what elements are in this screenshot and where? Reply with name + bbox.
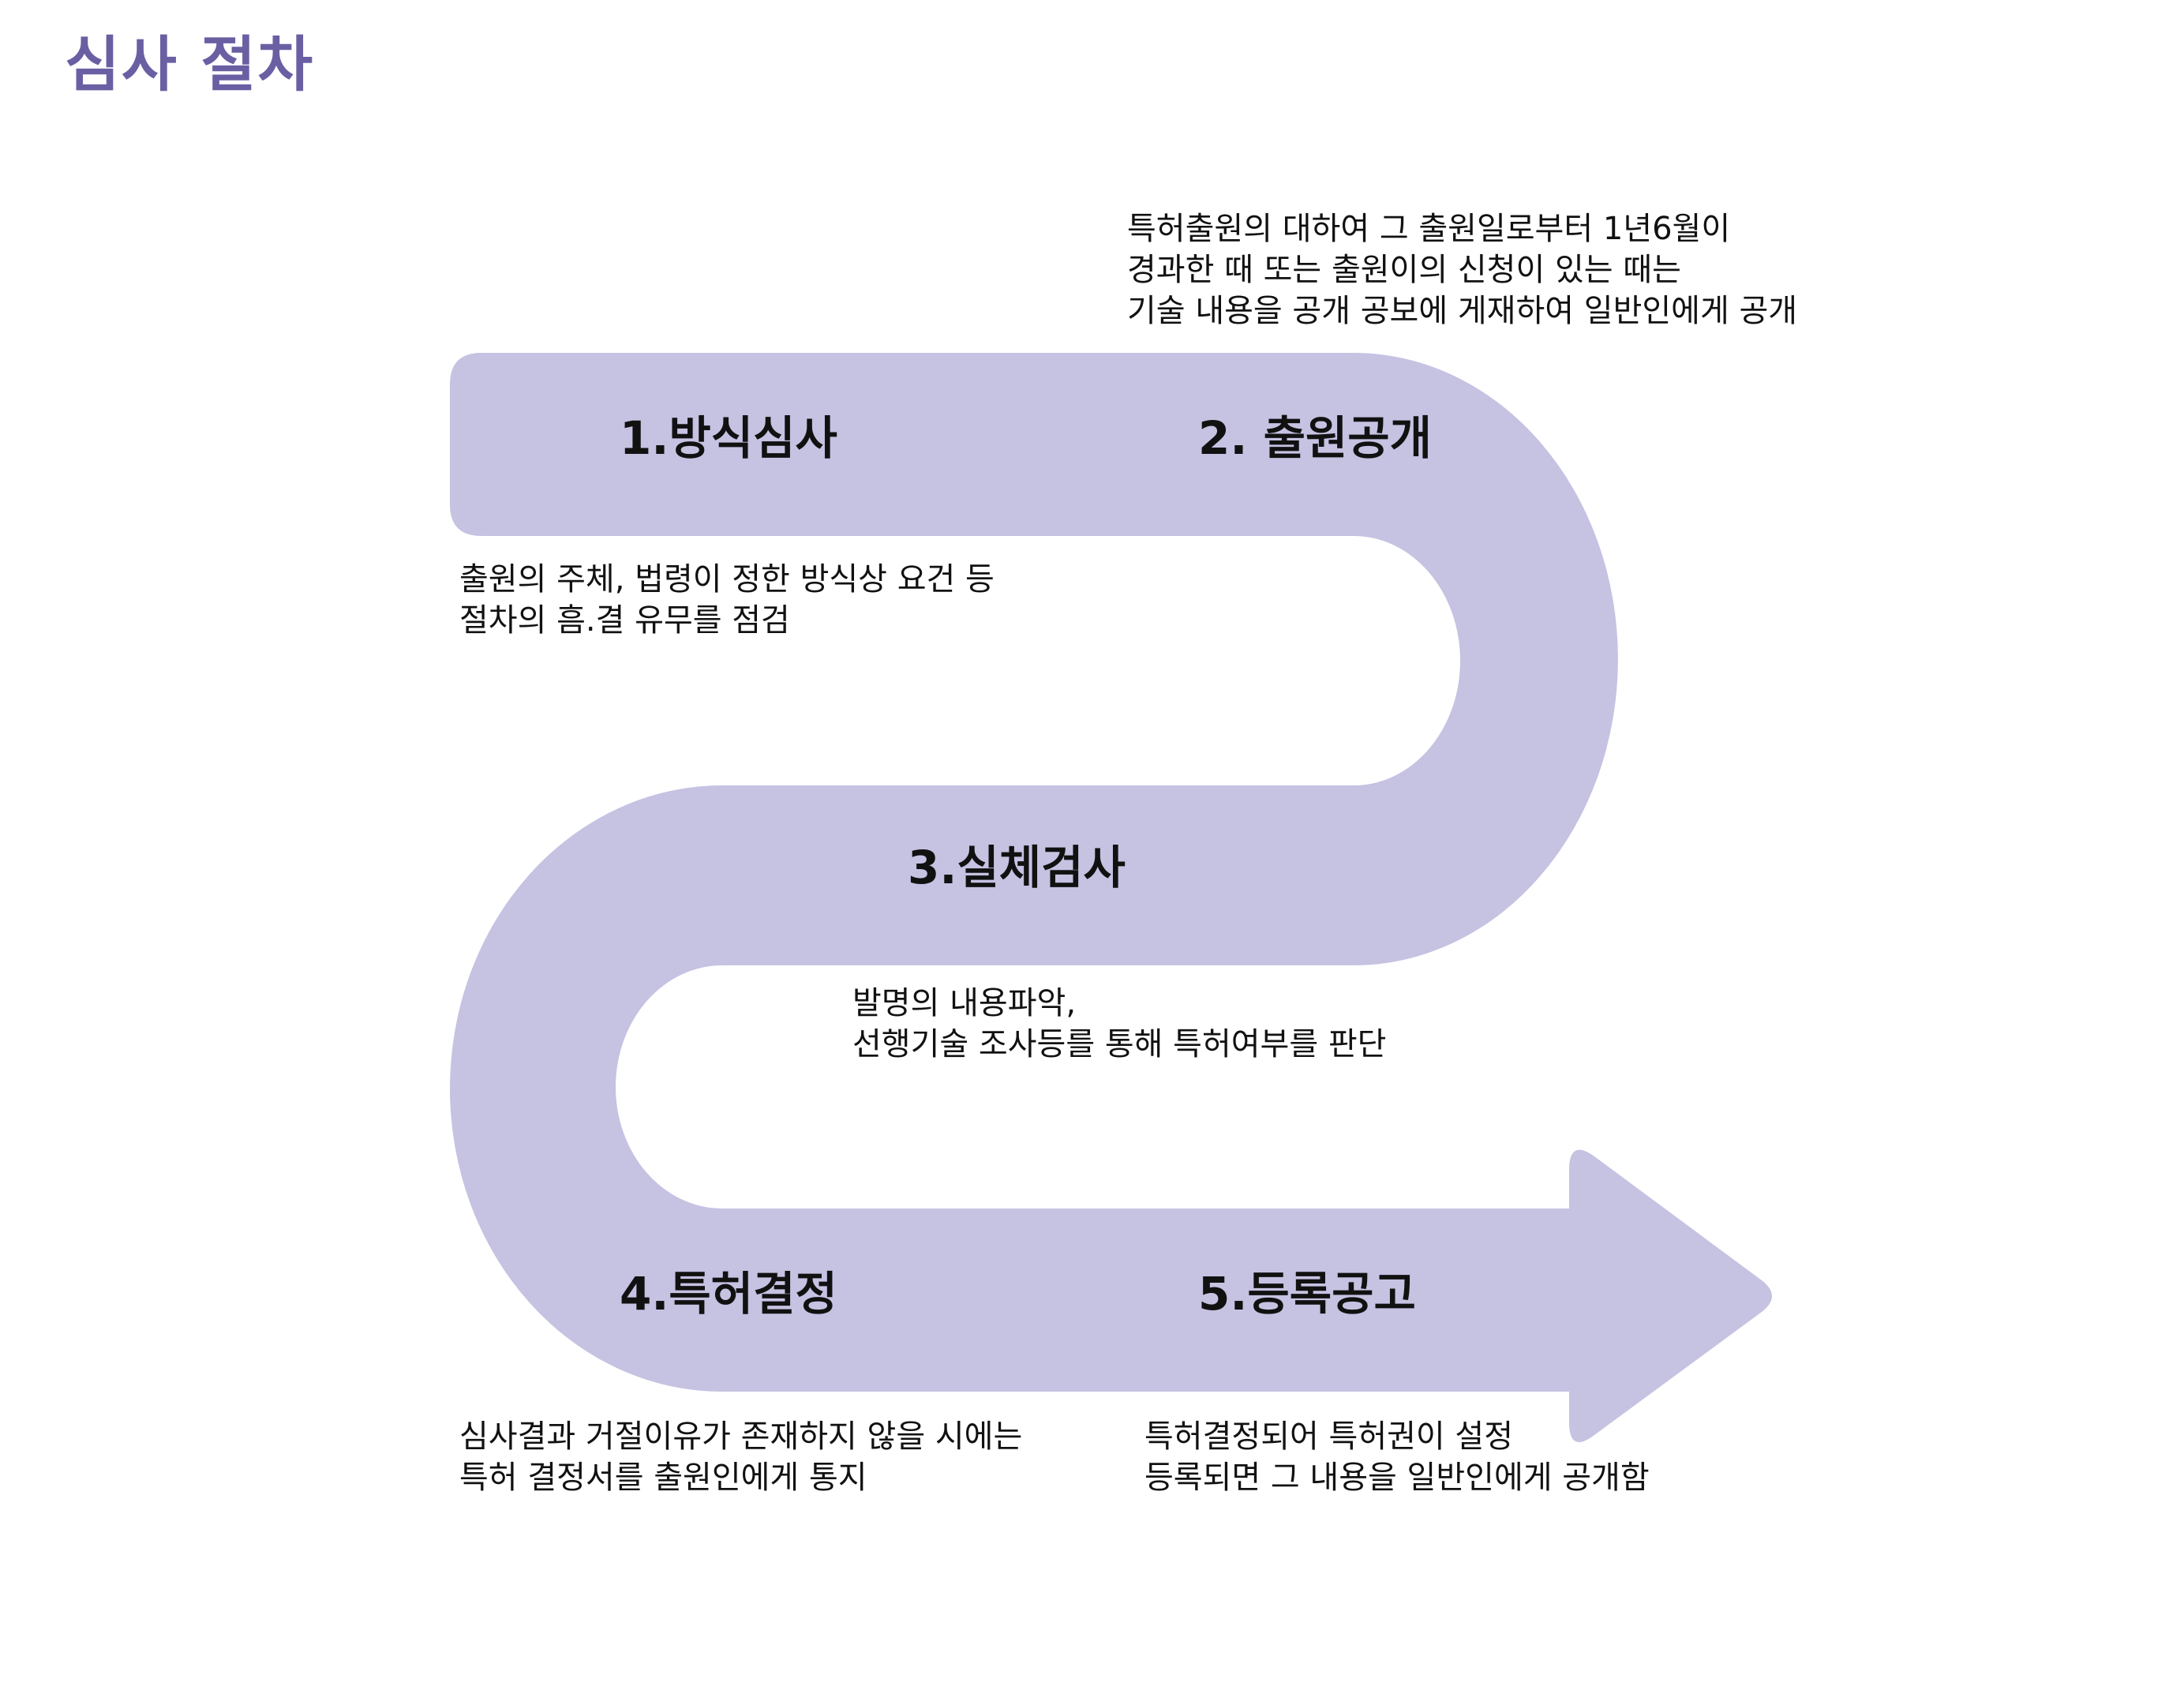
step-5-description-line: 특허결정되어 특허권이 설정 — [1144, 1416, 1650, 1457]
step-2-description-line: 특허출원의 대하여 그 출원일로부터 1년6월이 — [1127, 208, 1797, 249]
step-2-description-line: 기술 내용을 공개 공보에 게재하여 일반인에게 공개 — [1127, 290, 1797, 332]
step-1-description-line: 출원의 주체, 법령이 정한 방식상 요건 등 — [459, 559, 995, 600]
step-3-description-line: 발명의 내용파악, — [852, 983, 1386, 1024]
step-1-label: 1.방식심사 — [620, 415, 837, 461]
step-3-label: 3.실체검사 — [908, 845, 1126, 890]
step-5-description-line: 등록되면 그 내용을 일반인에게 공개함 — [1144, 1457, 1650, 1498]
step-4-description-line: 심사결과 거절이유가 존재하지 않을 시에는 — [459, 1416, 1022, 1457]
step-1-description: 출원의 주체, 법령이 정한 방식상 요건 등 절차의 흠.결 유무를 점검 — [459, 559, 995, 641]
step-4-description-line: 특허 결정서를 출원인에게 통지 — [459, 1457, 1022, 1498]
step-3-description-line: 선행기술 조사등를 통해 특허여부를 판단 — [852, 1024, 1386, 1065]
step-5-description: 특허결정되어 특허권이 설정 등록되면 그 내용을 일반인에게 공개함 — [1144, 1416, 1650, 1498]
step-4-description: 심사결과 거절이유가 존재하지 않을 시에는 특허 결정서를 출원인에게 통지 — [459, 1416, 1022, 1498]
step-3-description: 발명의 내용파악, 선행기술 조사등를 통해 특허여부를 판단 — [852, 983, 1386, 1065]
step-2-label: 2. 출원공개 — [1198, 415, 1432, 461]
step-1-description-line: 절차의 흠.결 유무를 점검 — [459, 600, 995, 641]
step-2-description-line: 경과한 때 또는 출원이의 신청이 있는 때는 — [1127, 249, 1797, 290]
step-5-label: 5.등록공고 — [1198, 1271, 1416, 1317]
step-4-label: 4.특허결정 — [620, 1271, 837, 1317]
step-2-description: 특허출원의 대하여 그 출원일로부터 1년6월이 경과한 때 또는 출원이의 신… — [1127, 208, 1797, 332]
